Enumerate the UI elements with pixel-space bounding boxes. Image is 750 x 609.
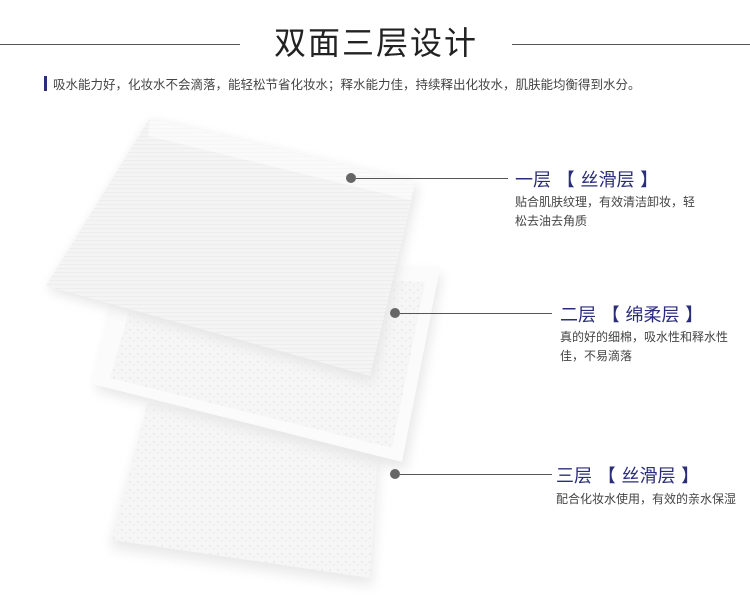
layer-two-marker bbox=[390, 308, 400, 318]
accent-bar bbox=[44, 75, 47, 91]
layer-one-description: 贴合肌肤纹理，有效清洁卸妆，轻松去油去角质 bbox=[515, 195, 696, 228]
subtitle: 吸水能力好，化妆水不会滴落，能轻松节省化妆水；释水能力佳，持续释出化妆水，肌肤能… bbox=[53, 76, 641, 92]
layer-two-leader-line bbox=[400, 313, 552, 314]
title-row: 双面三层设计 bbox=[0, 18, 750, 68]
layer-three-marker bbox=[390, 469, 400, 479]
layer-three-description: 配合化妆水使用，有效的亲水保湿 bbox=[556, 492, 737, 506]
subtitle-row: 吸水能力好，化妆水不会滴落，能轻松节省化妆水；释水能力佳，持续释出化妆水，肌肤能… bbox=[44, 74, 641, 92]
layer-three-pad bbox=[110, 402, 380, 586]
layer-three-leader-line bbox=[400, 474, 552, 475]
layer-two-description: 真的好的细棉，吸水性和释水性佳，不易滴落 bbox=[560, 330, 729, 363]
layer-one-label: 一层 【 丝滑层 】 bbox=[515, 170, 659, 191]
layer-one-marker bbox=[346, 173, 356, 183]
title-divider-right bbox=[512, 44, 750, 45]
title-divider-left bbox=[0, 44, 240, 45]
layer-two-label: 二层 【 绵柔层 】 bbox=[560, 305, 704, 326]
cotton-pad-layers-illustration bbox=[46, 118, 442, 586]
layer-one-leader-line bbox=[356, 178, 508, 179]
page-title: 双面三层设计 bbox=[273, 24, 478, 62]
layer-three-label: 三层 【 丝滑层 】 bbox=[556, 466, 700, 487]
